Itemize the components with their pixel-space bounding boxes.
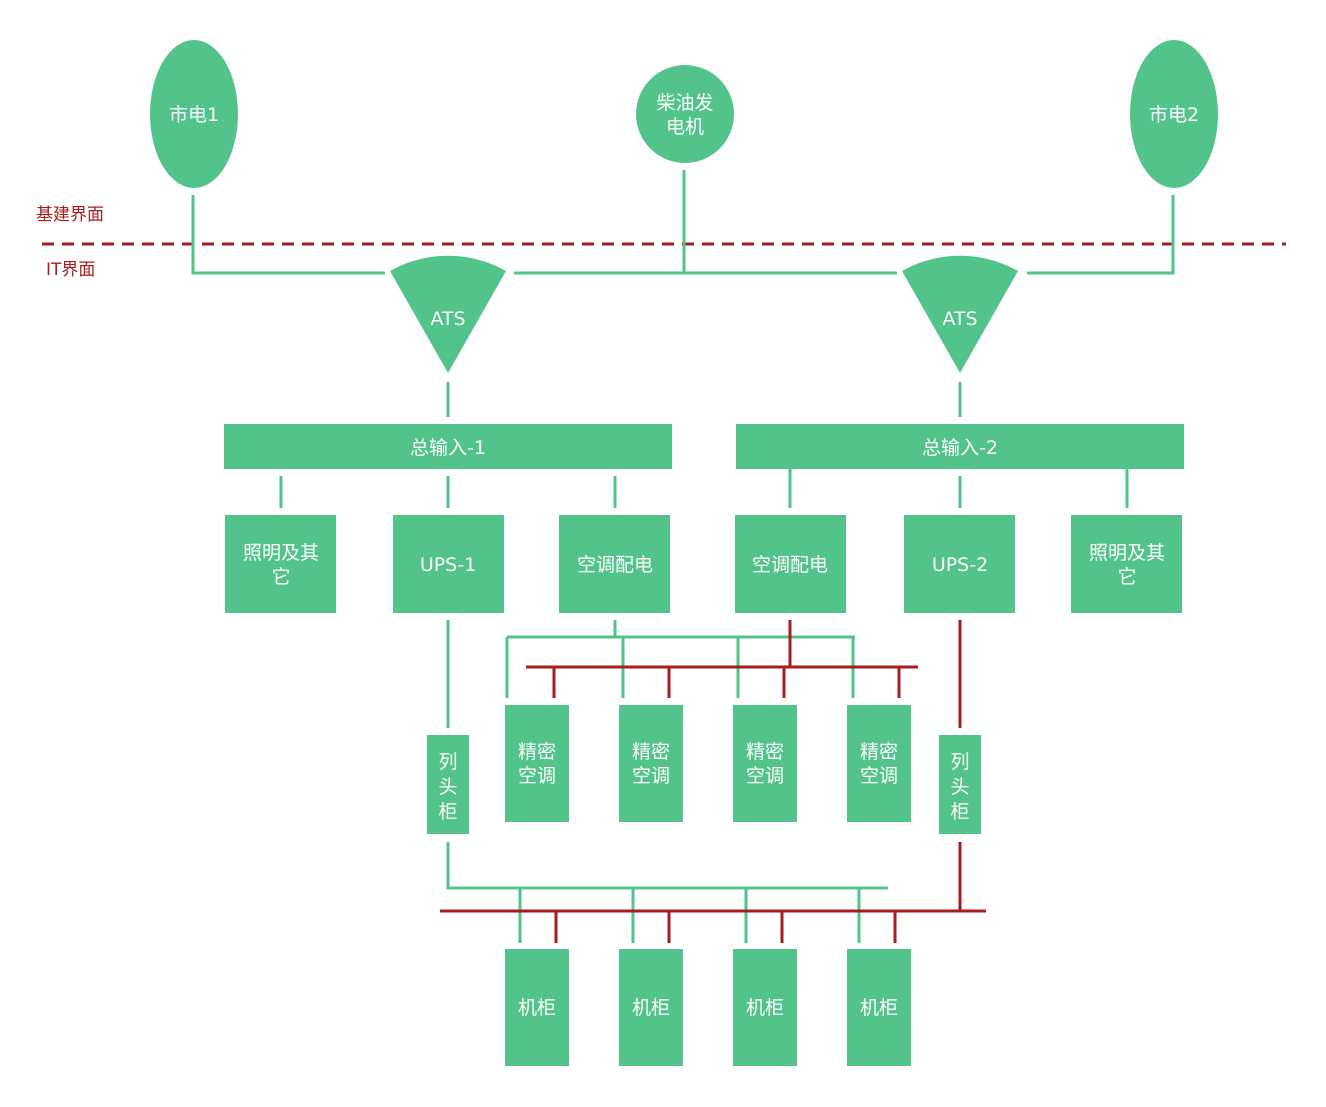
source-grid1: 市电1	[150, 40, 238, 188]
branch-connectors	[279, 469, 1129, 508]
branch-lighting-right-label-line2: 它	[1117, 566, 1136, 588]
branch-ups2: UPS-2	[904, 515, 1015, 613]
source-grid2-label: 市电2	[1149, 104, 1199, 126]
cabinet-red-bus	[440, 842, 986, 943]
precision-ac-3-label-line2: 空调	[746, 765, 784, 787]
precision-ac-1-label-line1: 精密	[518, 741, 556, 763]
source-grid2: 市电2	[1130, 40, 1218, 188]
precision-ac-2-label-line2: 空调	[632, 765, 670, 787]
cabinet-2-label: 机柜	[632, 997, 670, 1019]
precision-ac-1: 精密 空调	[505, 705, 569, 822]
branch-ac-power-right-label: 空调配电	[752, 554, 828, 576]
precision-ac-2: 精密 空调	[619, 705, 683, 822]
precision-ac-4-label-line1: 精密	[860, 741, 898, 763]
cabinet-1-label: 机柜	[518, 997, 556, 1019]
cabinet-4-label: 机柜	[860, 997, 898, 1019]
column-head-left: 列 头 柜	[427, 735, 469, 834]
column-head-left-char2: 头	[438, 776, 457, 798]
ats-connectors	[446, 382, 962, 417]
cabinet-2: 机柜	[619, 949, 683, 1066]
ac-green-bus	[505, 620, 855, 698]
precision-ac-3-label-line1: 精密	[746, 741, 784, 763]
main-input-left-label: 总输入-1	[410, 437, 486, 459]
source-generator: 柴油发 电机	[636, 65, 734, 163]
ats-right: ATS	[902, 255, 1018, 373]
branch-ups1-label: UPS-1	[420, 554, 476, 576]
branch-lighting-right-label-line1: 照明及其	[1089, 542, 1165, 564]
branch-lighting-left: 照明及其 它	[225, 515, 336, 613]
cabinet-1: 机柜	[505, 949, 569, 1066]
source-grid1-label: 市电1	[169, 104, 219, 126]
column-head-right-char1: 列	[950, 751, 969, 773]
ats-left-label: ATS	[430, 308, 465, 330]
cabinet-3-label: 机柜	[746, 997, 784, 1019]
branch-ups1: UPS-1	[393, 515, 504, 613]
branch-lighting-right: 照明及其 它	[1071, 515, 1182, 613]
ats-right-label: ATS	[942, 308, 977, 330]
ats-left: ATS	[390, 255, 506, 373]
precision-ac-3: 精密 空调	[733, 705, 797, 822]
source-generator-label-line2: 电机	[666, 116, 704, 138]
ac-red-bus	[526, 620, 918, 698]
main-input-right: 总输入-2	[736, 424, 1184, 469]
branch-lighting-left-label-line1: 照明及其	[243, 542, 319, 564]
branch-lighting-left-label-line2: 它	[271, 566, 290, 588]
column-head-right: 列 头 柜	[939, 735, 981, 834]
source-generator-label-line1: 柴油发	[656, 92, 713, 114]
column-head-right-char3: 柜	[950, 801, 969, 823]
branch-ac-power-left-label: 空调配电	[577, 554, 653, 576]
cabinet-4: 机柜	[847, 949, 911, 1066]
branch-ups2-label: UPS-2	[932, 554, 988, 576]
ups-connectors	[446, 620, 962, 728]
cabinet-3: 机柜	[733, 949, 797, 1066]
main-input-left: 总输入-1	[224, 424, 672, 469]
main-input-right-label: 总输入-2	[922, 437, 998, 459]
cabinet-green-bus	[446, 842, 888, 943]
branch-ac-power-right: 空调配电	[735, 515, 846, 613]
zone-label-it: IT界面	[46, 260, 95, 280]
column-head-left-char1: 列	[438, 751, 457, 773]
precision-ac-2-label-line1: 精密	[632, 741, 670, 763]
precision-ac-4: 精密 空调	[847, 705, 911, 822]
precision-ac-4-label-line2: 空调	[860, 765, 898, 787]
branch-ac-power-left: 空调配电	[559, 515, 670, 613]
zone-label-infra: 基建界面	[36, 205, 104, 225]
source-connectors	[191, 170, 1175, 275]
column-head-left-char3: 柜	[438, 801, 457, 823]
column-head-right-char2: 头	[950, 776, 969, 798]
precision-ac-1-label-line2: 空调	[518, 765, 556, 787]
